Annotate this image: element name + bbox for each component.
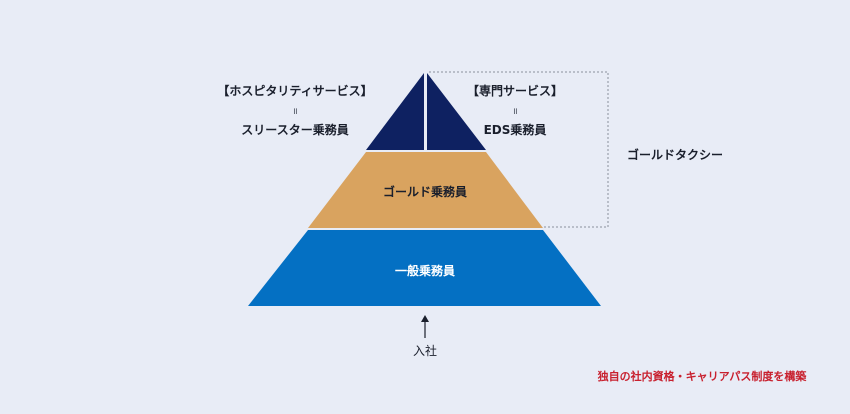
bracket-label: ゴールドタクシー	[626, 148, 724, 162]
top-left-equals: ॥	[292, 107, 298, 117]
top-left-title: 【ホスピタリティサービス】	[217, 84, 373, 98]
tier-middle	[308, 152, 543, 228]
gold-taxi-bracket	[429, 71, 609, 228]
entry-arrow-head	[421, 315, 429, 322]
tier-bottom	[248, 230, 601, 306]
tier-top-left	[366, 73, 424, 150]
top-right-title: 【専門サービス】	[466, 84, 564, 98]
footer-note: 独自の社内資格・キャリアパス制度を構築	[597, 370, 807, 383]
entry-label: 入社	[412, 344, 438, 358]
bottom-role: 一般乗務員	[394, 264, 456, 278]
middle-role: ゴールド乗務員	[382, 185, 468, 199]
top-left-role: スリースター乗務員	[241, 123, 349, 137]
tier-top-right	[427, 73, 486, 150]
top-right-role: EDS乗務員	[483, 123, 547, 137]
top-right-equals: ॥	[512, 107, 518, 117]
